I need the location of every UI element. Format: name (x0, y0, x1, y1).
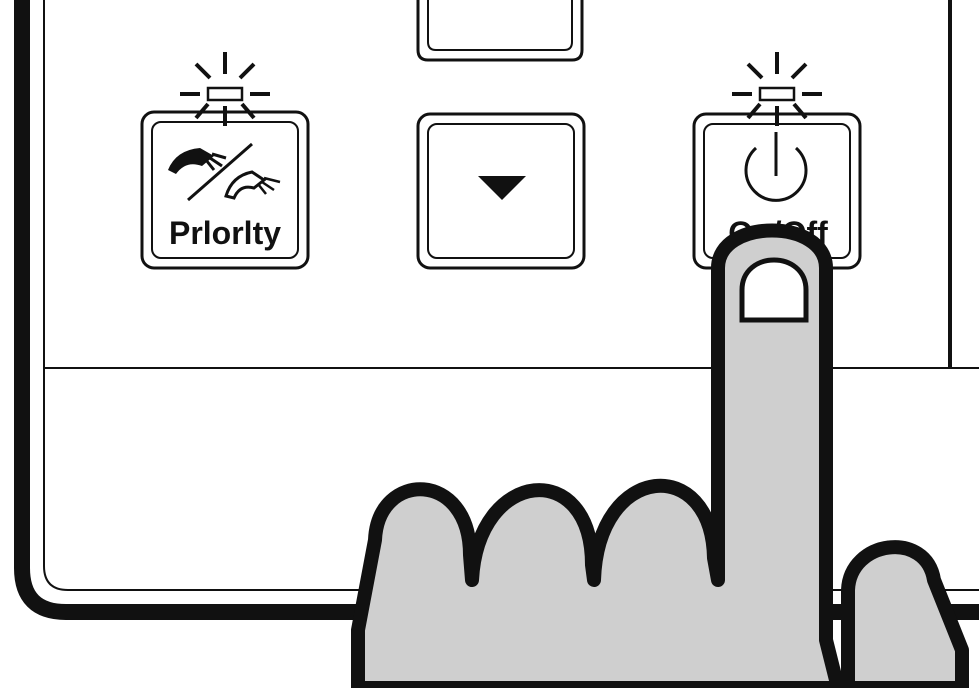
priority-button[interactable]: Prlorlty (142, 112, 308, 268)
priority-button-label: Prlorlty (169, 215, 281, 251)
top-button[interactable] (418, 0, 582, 60)
fingernail (742, 260, 806, 320)
pressing-hand (358, 231, 962, 688)
down-button[interactable] (418, 114, 584, 268)
hand-thumb (848, 547, 962, 688)
